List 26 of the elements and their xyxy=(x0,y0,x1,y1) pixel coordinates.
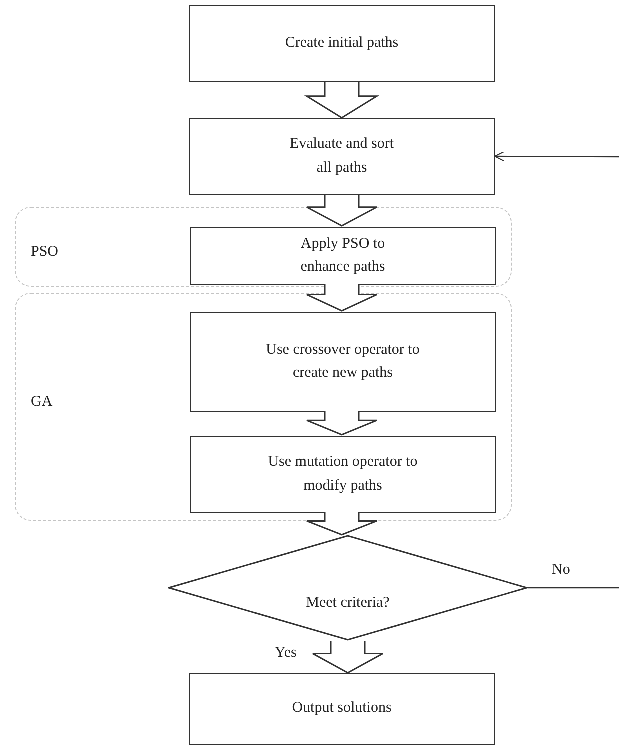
process-box xyxy=(190,312,496,412)
group-label: GA xyxy=(31,394,53,411)
block-arrow xyxy=(306,511,378,536)
decision-text: Meet criteria? xyxy=(306,594,390,612)
block-arrow xyxy=(312,640,384,674)
block-arrow xyxy=(304,81,380,119)
box-text: Output solutions xyxy=(292,699,392,718)
process-box xyxy=(189,5,495,82)
box-text: Apply PSO to enhance paths xyxy=(300,234,386,277)
process-box xyxy=(190,436,496,513)
dashed-group-frame xyxy=(15,207,512,287)
block-arrow xyxy=(306,283,378,312)
group-label: PSO xyxy=(31,244,59,261)
box-text: Create initial paths xyxy=(285,34,399,53)
block-arrow xyxy=(306,194,378,227)
block-arrow xyxy=(306,410,378,436)
connector-line xyxy=(528,587,619,589)
process-box xyxy=(190,227,496,285)
box-text: Evaluate and sort all paths xyxy=(288,135,396,178)
decision-diamond xyxy=(168,535,528,641)
box-text: Use mutation operator to modify paths xyxy=(267,453,419,496)
process-box xyxy=(189,673,495,745)
dashed-group-frame xyxy=(15,293,512,521)
box-text: Use crossover operator to create new paths xyxy=(265,340,421,383)
process-box xyxy=(189,118,495,195)
arrow xyxy=(494,152,619,162)
